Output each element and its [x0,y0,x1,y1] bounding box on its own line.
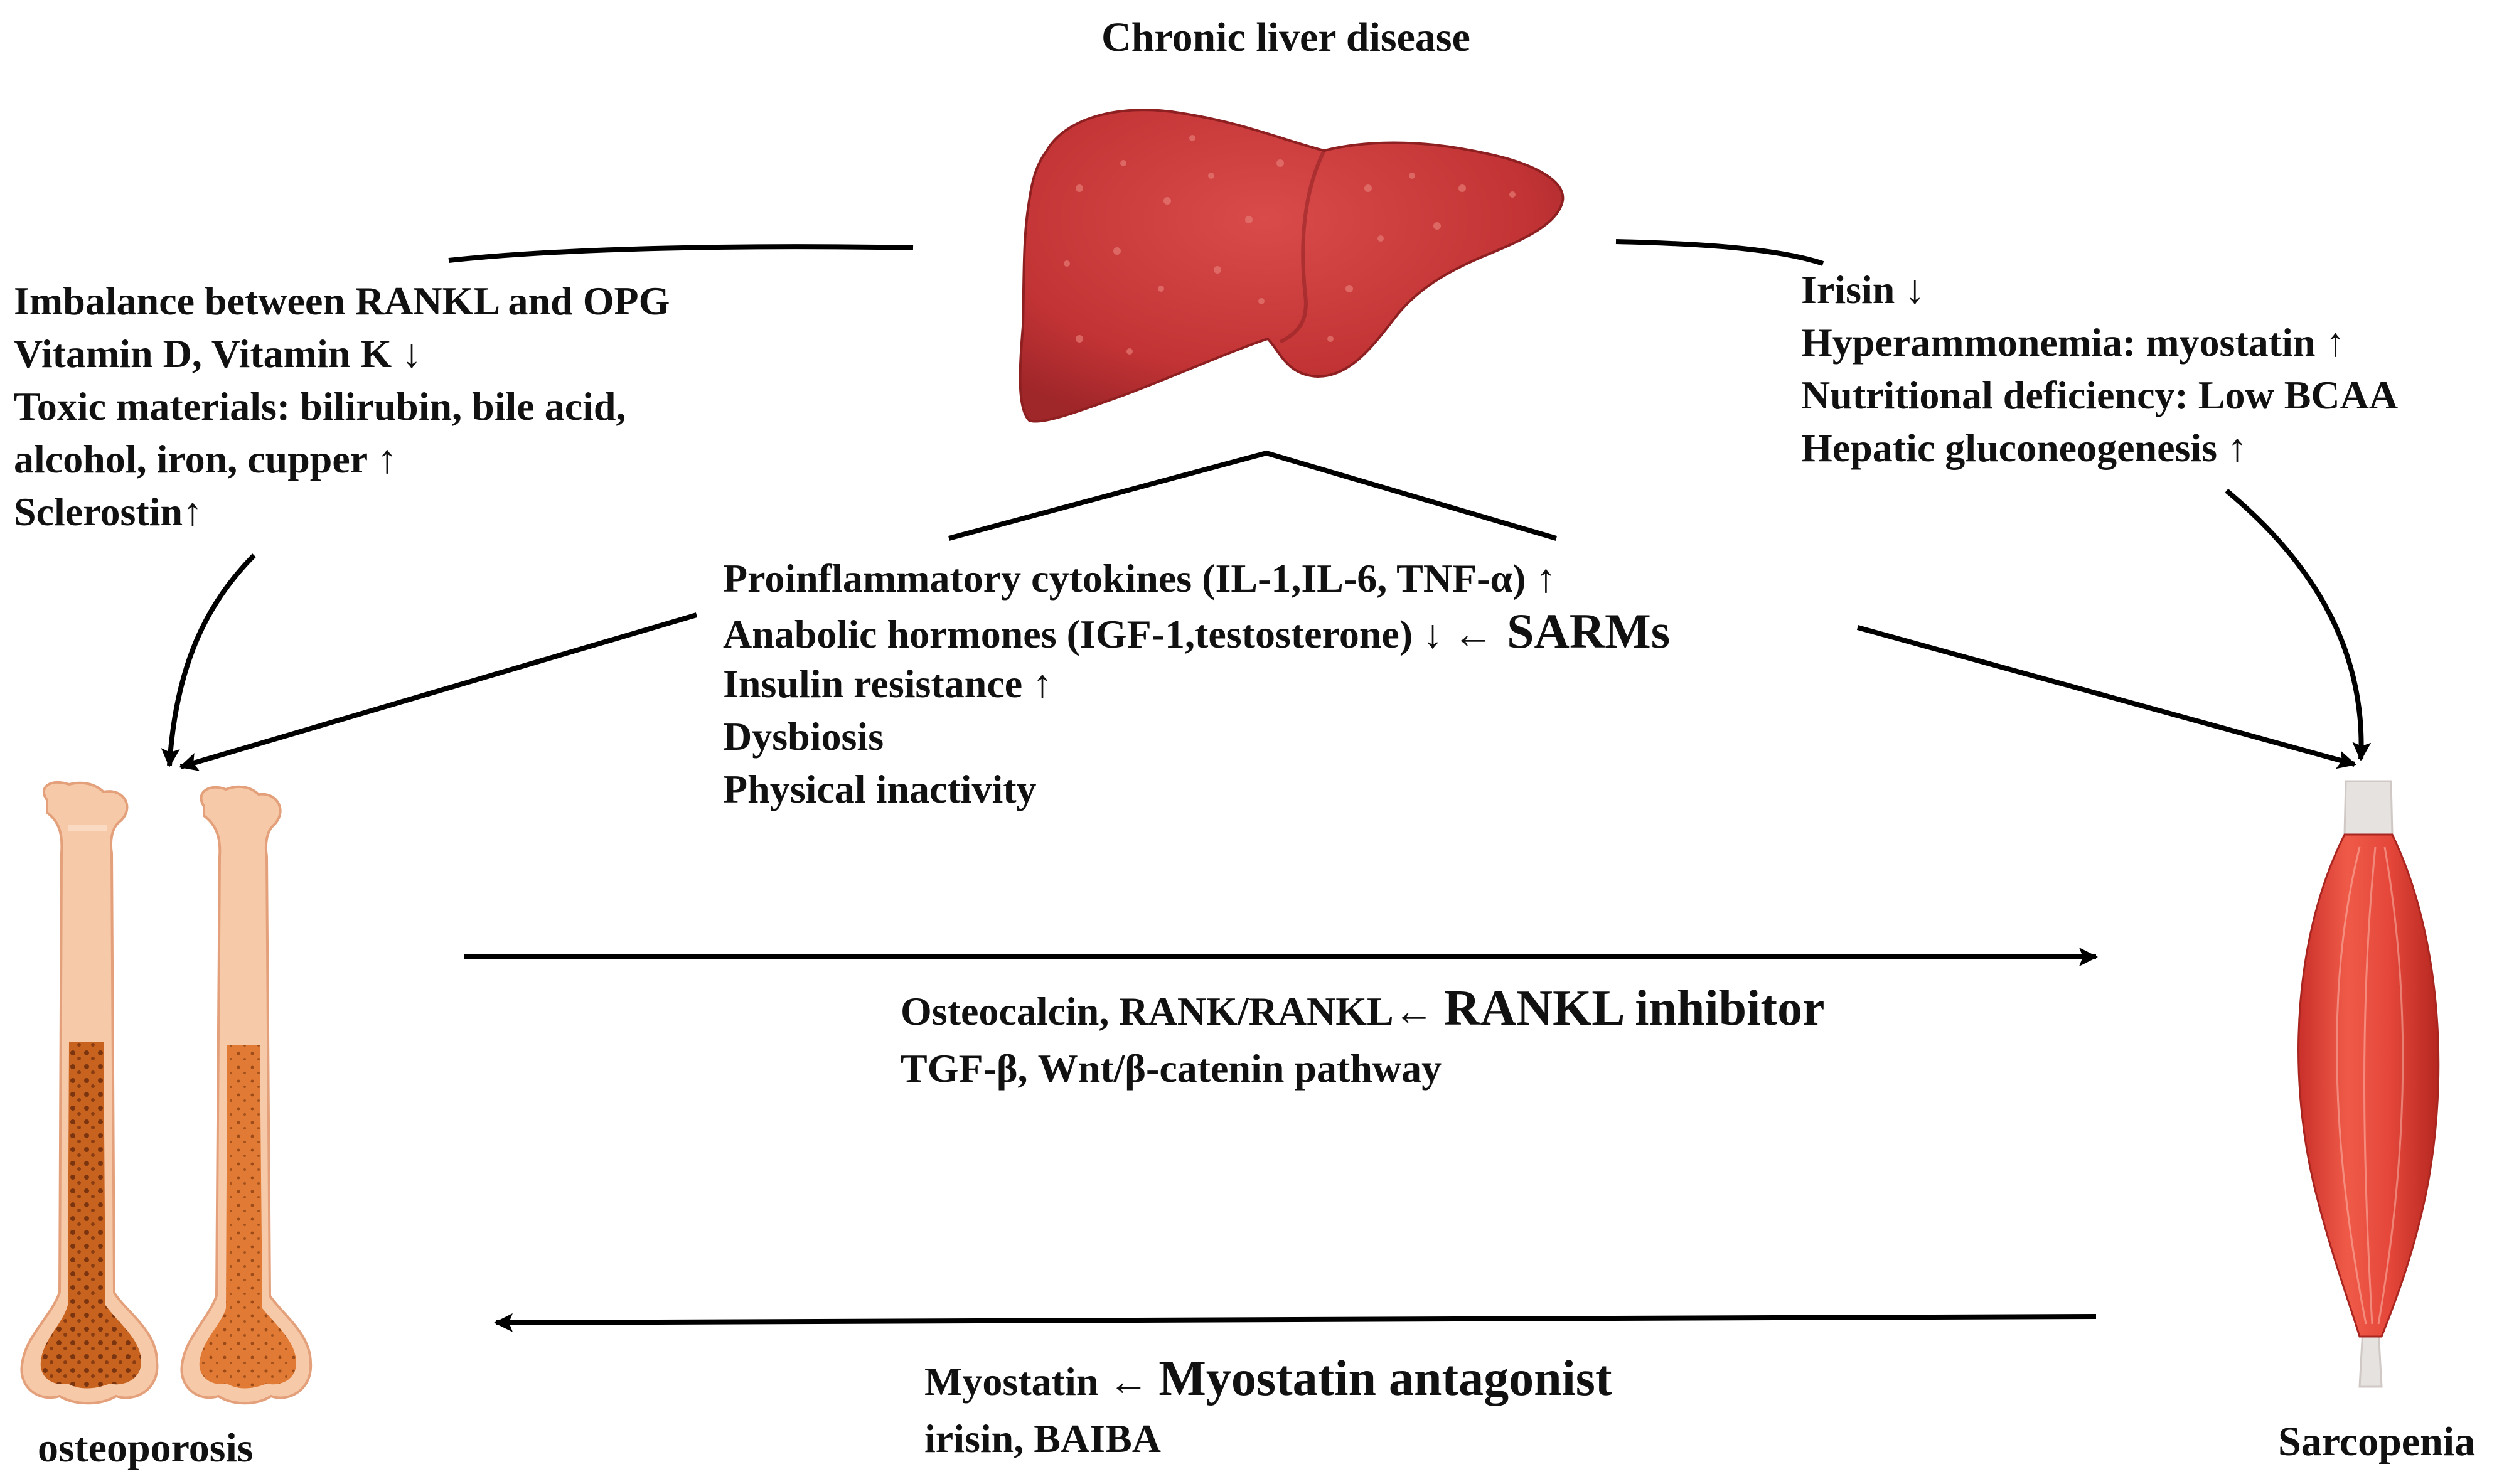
right-factor-list: Irisin ↓ Hyperammonemia: myostatin ↑ Nut… [1801,264,2398,474]
center-factor-anabolic-row: Anabolic hormones (IGF-1,testosterone) ↓… [723,605,1670,658]
center-factor-insulin: Insulin resistance ↑ [723,661,1053,706]
muscle-to-bone-line1: Myostatin ← Myostatin antagonist [924,1352,1612,1412]
left-factor-item: Imbalance between RANKL and OPG [14,279,670,323]
center-factor-dysbiosis: Dysbiosis [723,714,884,759]
arrow-center-to-muscle [1856,625,2356,769]
left-factor-item: Vitamin D, Vitamin K ↓ [14,331,422,376]
muscle-illustration [2297,780,2440,1388]
center-factor-list: Proinflammatory cytokines (IL-1,IL-6, TN… [723,552,1670,816]
myostatin-text: Myostatin ← [924,1359,1149,1404]
arrow-left-to-bone [161,553,256,767]
arrow-muscle-to-bone [494,1313,2097,1332]
center-factor-anabolic: Anabolic hormones (IGF-1,testosterone) ↓… [723,612,1494,656]
bone-to-muscle-text: Osteocalcin, RANK/RANKL← RANKL inhibitor… [901,982,1825,1095]
liver-shape [1019,109,1565,423]
center-triangle-line [948,450,1558,541]
right-factor-item: Nutritional deficiency: Low BCAA [1801,373,2399,417]
arrow-center-to-bone [179,612,698,771]
osteoporosis-label: osteoporosis [38,1425,254,1471]
center-factor-proinflammatory: Proinflammatory cytokines (IL-1,IL-6, TN… [723,556,1556,601]
right-arc-line [1615,239,1824,266]
myostatin-antagonist-label: Myostatin antagonist [1158,1351,1612,1406]
right-factor-item: Irisin ↓ [1801,267,1925,312]
right-factor-item: Hepatic gluconeogenesis ↑ [1801,425,2248,470]
osteocalcin-text: Osteocalcin, RANK/RANKL← [901,989,1434,1033]
left-arc-line [448,244,914,263]
muscle-to-bone-text: Myostatin ← Myostatin antagonist irisin,… [924,1352,1612,1465]
diagram-title: Chronic liver disease [1101,14,1470,60]
arrow-right-to-muscle [2225,488,2372,761]
left-factor-list: Imbalance between RANKL and OPG Vitamin … [14,275,670,538]
sarcopenia-label: Sarcopenia [2278,1419,2476,1465]
left-factor-item: Sclerostin↑ [14,489,203,534]
sarms-label: SARMs [1507,604,1671,658]
irisin-baiba-text: irisin, BAIBA [924,1416,1161,1461]
bone-osteoporotic [20,781,159,1405]
center-factor-inactivity: Physical inactivity [723,767,1037,811]
left-factor-item: Toxic materials: bilirubin, bile acid, [14,384,626,429]
bone-normal [180,785,313,1405]
rankl-inhibitor-label: RANKL inhibitor [1443,981,1825,1036]
muscle-belly [2297,833,2440,1338]
bones-illustration [20,781,313,1405]
right-factor-item: Hyperammonemia: myostatin ↑ [1801,320,2346,365]
left-factor-item: alcohol, iron, cupper ↑ [14,437,398,481]
tgf-wnt-text: TGF-β, Wnt/β-catenin pathway [901,1046,1442,1091]
liver-illustration [1019,109,1565,423]
bone-to-muscle-line1: Osteocalcin, RANK/RANKL← RANKL inhibitor [901,982,1825,1042]
